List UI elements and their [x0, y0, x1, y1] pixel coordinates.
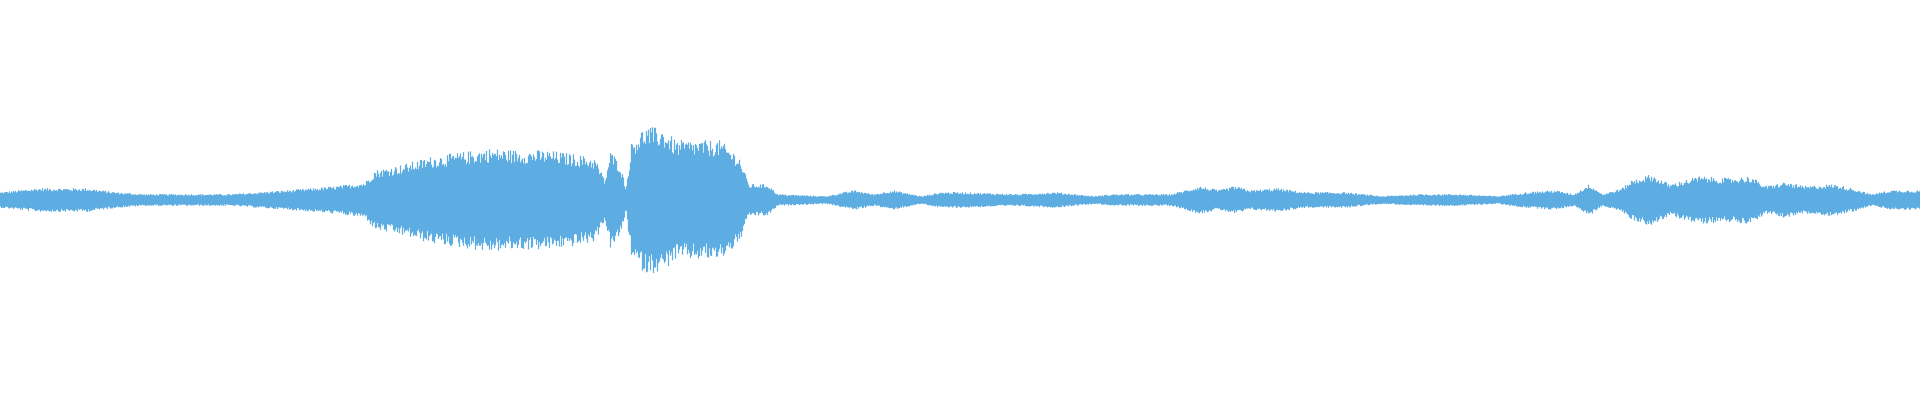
waveform-samples: [0, 127, 1920, 273]
